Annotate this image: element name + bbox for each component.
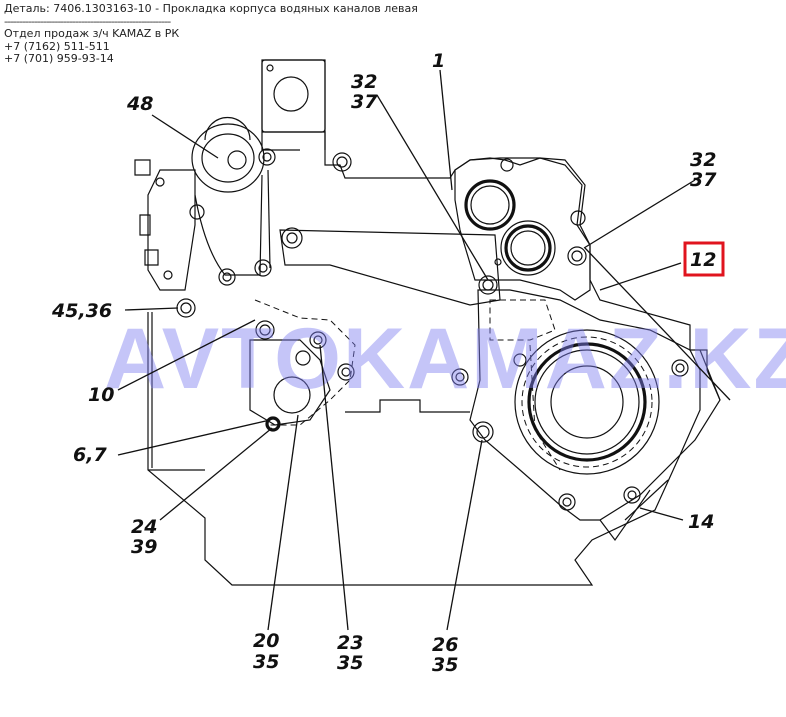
callout-20: 20	[253, 630, 279, 652]
callout-24: 24	[131, 516, 157, 538]
callout-1: 1	[432, 50, 445, 72]
callout-35-b: 35	[337, 652, 363, 674]
watermark: AVTOKAMAZ.KZ	[104, 311, 786, 407]
callout-6-7: 6,7	[73, 444, 107, 466]
callout-45-36: 45,36	[51, 300, 112, 322]
phone-1: +7 (7162) 511-511	[4, 39, 110, 53]
callout-labels: 48 1 32 37 32 37 12 45,36 10 6,7 24 39 2…	[51, 50, 725, 676]
callout-10: 10	[88, 384, 114, 406]
callout-12: 12	[690, 249, 716, 271]
callout-23: 23	[337, 632, 363, 654]
callout-35-a: 35	[253, 651, 279, 673]
sales-department: Отдел продаж з/ч KAMAZ в РК	[4, 27, 180, 40]
callout-35-c: 35	[432, 654, 458, 676]
callout-12-highlight	[683, 241, 725, 277]
leader-lines	[117, 69, 731, 631]
callout-39: 39	[131, 536, 157, 558]
callout-32-top: 32	[351, 71, 377, 93]
callout-14: 14	[688, 511, 714, 533]
engine-block-outline	[134, 59, 721, 586]
callout-26: 26	[432, 634, 458, 656]
phone-2: +7 (701) 959-93-14	[4, 52, 114, 65]
callout-32-right: 32	[690, 149, 716, 171]
callout-48: 48	[126, 93, 153, 115]
detail-title: Деталь: 7406.1303163-10 - Прокладка корп…	[4, 2, 418, 15]
callout-37-right: 37	[690, 169, 717, 191]
callout-37-top: 37	[351, 91, 378, 113]
separator-line: ----------------------------------------…	[4, 14, 171, 28]
header-info: Деталь: 7406.1303163-10 - Прокладка корп…	[4, 2, 418, 66]
